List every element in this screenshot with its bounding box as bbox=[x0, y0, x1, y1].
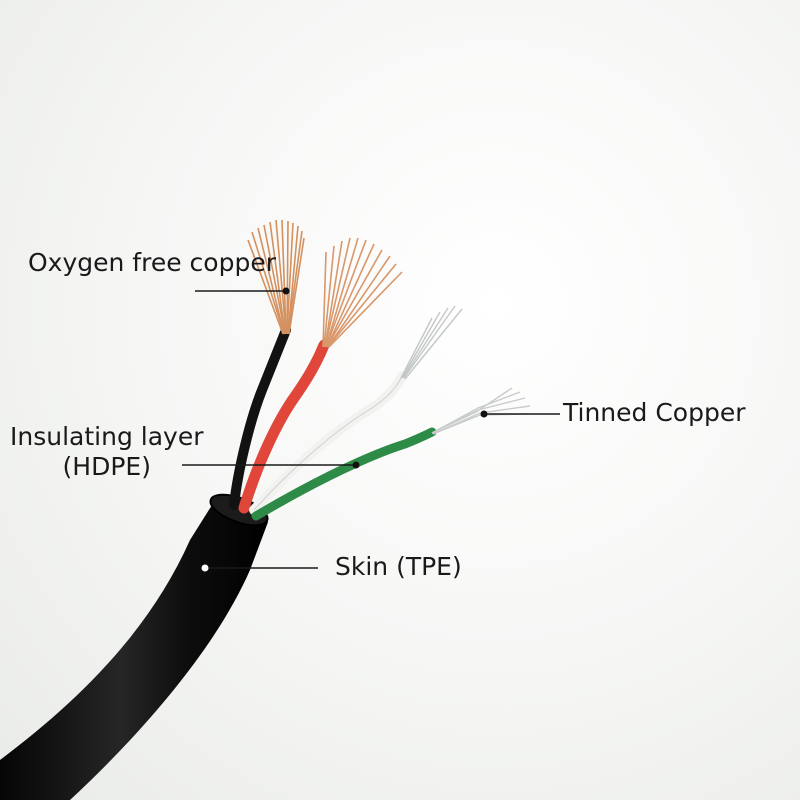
copper-strands-black bbox=[247, 219, 305, 335]
green-wire bbox=[251, 427, 437, 521]
label-skin: Skin (TPE) bbox=[335, 552, 462, 581]
label-insulating-layer: Insulating layer (HDPE) bbox=[10, 422, 203, 482]
label-oxygen-free-copper: Oxygen free copper bbox=[28, 248, 276, 277]
label-insulating-layer-line2: (HDPE) bbox=[62, 452, 151, 481]
leader-lines bbox=[182, 290, 560, 569]
leader-dot-icon bbox=[201, 564, 209, 572]
cable-jacket bbox=[0, 493, 269, 800]
leader-dots bbox=[201, 287, 488, 572]
black-wire bbox=[229, 325, 291, 510]
label-tinned-copper: Tinned Copper bbox=[563, 398, 746, 427]
leader-dot-icon bbox=[480, 410, 488, 418]
tinned-strands-white bbox=[400, 305, 463, 380]
leader-dot-icon bbox=[282, 287, 290, 295]
red-wire bbox=[238, 339, 330, 514]
label-insulating-layer-line1: Insulating layer bbox=[10, 422, 204, 451]
leader-dot-icon bbox=[352, 461, 360, 469]
white-wire bbox=[249, 371, 407, 515]
copper-strands-red bbox=[322, 237, 403, 348]
tinned-strands-green bbox=[431, 387, 531, 435]
